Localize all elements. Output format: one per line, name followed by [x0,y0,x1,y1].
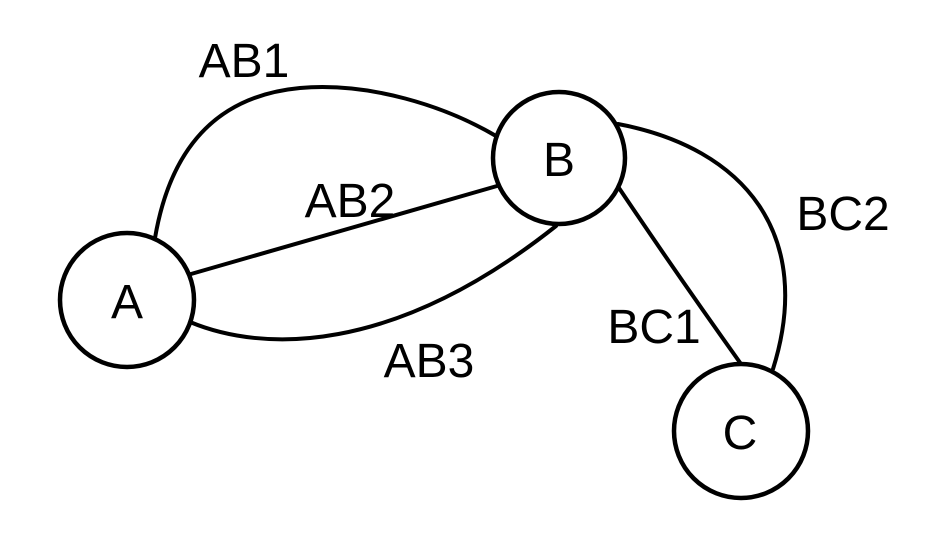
edge-ab2-label: AB2 [305,175,396,228]
edge-ab1 [153,85,498,240]
edge-ab2 [189,184,499,276]
node-a-circle [57,230,197,370]
node-a-label: A [111,276,143,329]
edge-bc2-label: BC2 [796,188,889,241]
node-b-label: B [543,134,575,187]
node-b-circle [490,89,628,227]
edge-bc1 [617,186,743,366]
edge-bc2 [616,122,788,371]
node-c-label: C [723,407,758,460]
node-c-circle [671,361,811,501]
edge-ab1-label: AB1 [199,35,290,88]
edge-ab3 [188,224,558,342]
edge-bc1-label: BC1 [607,301,700,354]
edge-ab3-label: AB3 [384,335,475,388]
